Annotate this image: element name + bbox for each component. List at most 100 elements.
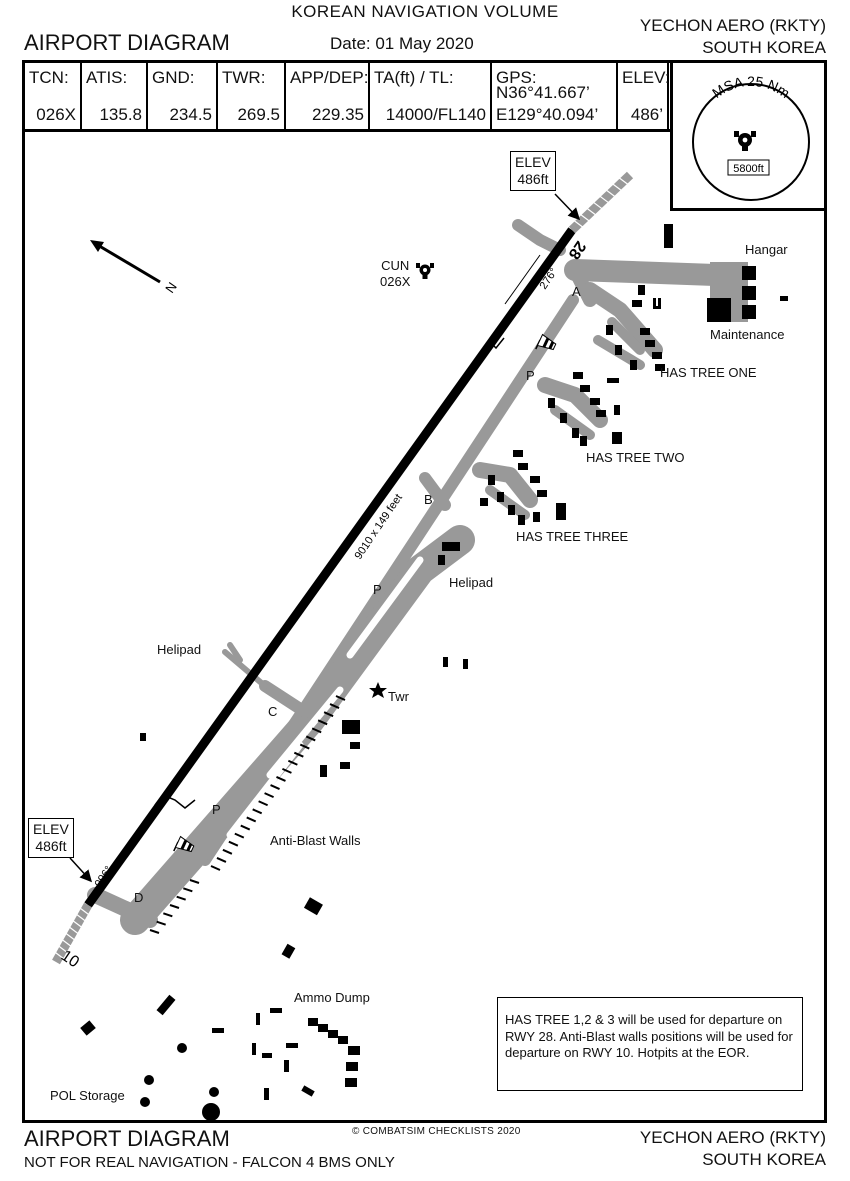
anti-blast-wall-tick xyxy=(317,719,328,726)
elev-sw-line1: ELEV xyxy=(33,821,69,837)
anti-blast-wall-tick xyxy=(210,865,221,871)
north-label: N xyxy=(162,279,180,295)
taxiway-a-label: A xyxy=(572,284,581,299)
msa-altitude-box xyxy=(727,159,770,176)
anti-blast-wall-tick xyxy=(293,751,304,758)
heading-28-line xyxy=(504,254,541,305)
approach-light-tick xyxy=(72,920,82,928)
taxiway-p-label-1: P xyxy=(526,368,535,383)
anti-blast-wall-tick xyxy=(189,879,200,884)
msa-navaid-icon xyxy=(734,131,756,151)
appdep-cell: APP/DEP: 229.35 xyxy=(286,63,370,129)
tcn-value: 026X xyxy=(36,105,76,124)
ammo-dump-structures xyxy=(80,897,360,1121)
has-tree-two-label: HAS TREE TWO xyxy=(586,450,685,465)
approach-light-tick xyxy=(580,214,590,222)
footer-title: AIRPORT DIAGRAM xyxy=(24,1126,230,1151)
anti-blast-walls xyxy=(149,695,346,934)
gps-lon: E129°40.094’ xyxy=(496,105,599,124)
anti-blast-wall-tick xyxy=(252,808,263,815)
appdep-value: 229.35 xyxy=(312,105,364,124)
atis-cell: ATIS: 135.8 xyxy=(82,63,148,129)
taxiway-b-label: B xyxy=(424,492,433,507)
anti-blast-wall-tick xyxy=(282,767,292,774)
tcn-cell: TCN: 026X xyxy=(25,63,82,129)
has-tree-one-label: HAS TREE ONE xyxy=(660,365,757,380)
maintenance-building xyxy=(707,298,731,322)
helipad-west-label: Helipad xyxy=(157,642,202,657)
anti-blast-wall-tick xyxy=(156,920,166,926)
atis-label: ATIS: xyxy=(86,68,128,87)
atis-value: 135.8 xyxy=(99,105,142,124)
anti-blast-wall-tick xyxy=(305,735,316,742)
tcn-label: TCN: xyxy=(29,68,69,87)
tower-icon xyxy=(369,682,387,698)
elev-sw-arrow xyxy=(69,857,93,883)
gps-cell: GPS: N36°41.667’ E129°40.094’ xyxy=(492,63,618,129)
approach-light-tick xyxy=(65,933,75,941)
anti-blast-wall-tick xyxy=(163,912,173,918)
apron-islands xyxy=(226,556,424,839)
frequency-table: TCN: 026X ATIS: 135.8 GND: 234.5 TWR: 26… xyxy=(22,60,672,132)
cun-channel: 026X xyxy=(380,274,411,289)
ta-tl-cell: TA(ft) / TL: 14000/FL140 xyxy=(370,63,492,129)
footer-airport: YECHON AERO (RKTY) xyxy=(639,1128,826,1147)
taxiway-network xyxy=(87,219,726,935)
anti-blast-wall-tick xyxy=(240,824,251,831)
anti-blast-wall-tick xyxy=(176,895,186,901)
anti-blast-wall-tick xyxy=(258,800,269,807)
twr-cell: TWR: 269.5 xyxy=(218,63,286,129)
anti-blast-wall-tick xyxy=(149,929,160,934)
anti-blast-label: Anti-Blast Walls xyxy=(270,833,361,848)
taxiway-d-label: D xyxy=(134,890,144,905)
anti-blast-wall-tick xyxy=(246,816,257,823)
anti-blast-wall-tick xyxy=(335,695,346,701)
gnd-label: GND: xyxy=(152,68,195,87)
anti-blast-wall-tick xyxy=(329,703,340,710)
departure-note: HAS TREE 1,2 & 3 will be used for depart… xyxy=(497,997,803,1091)
approach-light-tick xyxy=(593,202,603,210)
taxiway-p-label-2: P xyxy=(373,582,382,597)
cun-ident: CUN xyxy=(381,258,410,273)
approach-light-tick xyxy=(62,939,72,947)
tacan-navaid-icon xyxy=(416,263,434,279)
page-title: AIRPORT DIAGRAM xyxy=(24,30,230,55)
chart-date: Date: 01 May 2020 xyxy=(330,34,474,53)
footer-disclaimer: NOT FOR REAL NAVIGATION - FALCON 4 BMS O… xyxy=(24,1154,395,1171)
runway-overrun-sw xyxy=(52,902,92,965)
heading-10-arrow xyxy=(119,838,137,863)
volume-title: KOREAN NAVIGATION VOLUME xyxy=(291,2,559,21)
approach-light-tick xyxy=(58,945,68,953)
approach-light-tick xyxy=(586,208,596,216)
anti-blast-wall-tick xyxy=(264,792,274,799)
maintenance-label: Maintenance xyxy=(710,327,785,342)
msa-box: MSA 25 Nm 5800ft xyxy=(670,60,827,211)
approach-light-tick xyxy=(612,183,622,191)
anti-blast-wall-tick xyxy=(287,759,298,766)
gps-label: GPS: xyxy=(496,68,537,87)
anti-blast-wall-tick xyxy=(183,887,193,893)
runway-overrun-ne xyxy=(568,171,634,234)
taxiway-c-label: C xyxy=(268,704,278,719)
gps-lat: N36°41.667’ xyxy=(496,83,590,102)
anti-blast-wall-tick xyxy=(169,904,180,909)
approach-light-tick xyxy=(55,952,64,960)
anti-blast-wall-tick xyxy=(299,743,310,750)
elev-label: ELEV: xyxy=(622,68,670,87)
anti-blast-wall-tick xyxy=(234,832,245,839)
elev-sw-line2: 486ft xyxy=(35,838,67,854)
approach-light-tick xyxy=(76,914,86,922)
elev-ne-callout: ELEV 486ft xyxy=(510,151,556,191)
approach-light-tick xyxy=(619,177,628,185)
msa-circle xyxy=(692,83,810,201)
anti-blast-wall-tick xyxy=(276,776,286,782)
elev-ne-arrow xyxy=(554,193,581,221)
elev-sw-callout: ELEV 486ft xyxy=(28,818,74,858)
taxiway-p-label-3: P xyxy=(212,802,221,817)
hold-marker-sw xyxy=(154,794,196,809)
anti-blast-wall-tick xyxy=(222,848,233,855)
ammo-dump-label: Ammo Dump xyxy=(294,990,370,1005)
msa-graphic: MSA 25 Nm 5800ft xyxy=(692,73,810,201)
cun-label: CUN 026X xyxy=(380,258,410,290)
